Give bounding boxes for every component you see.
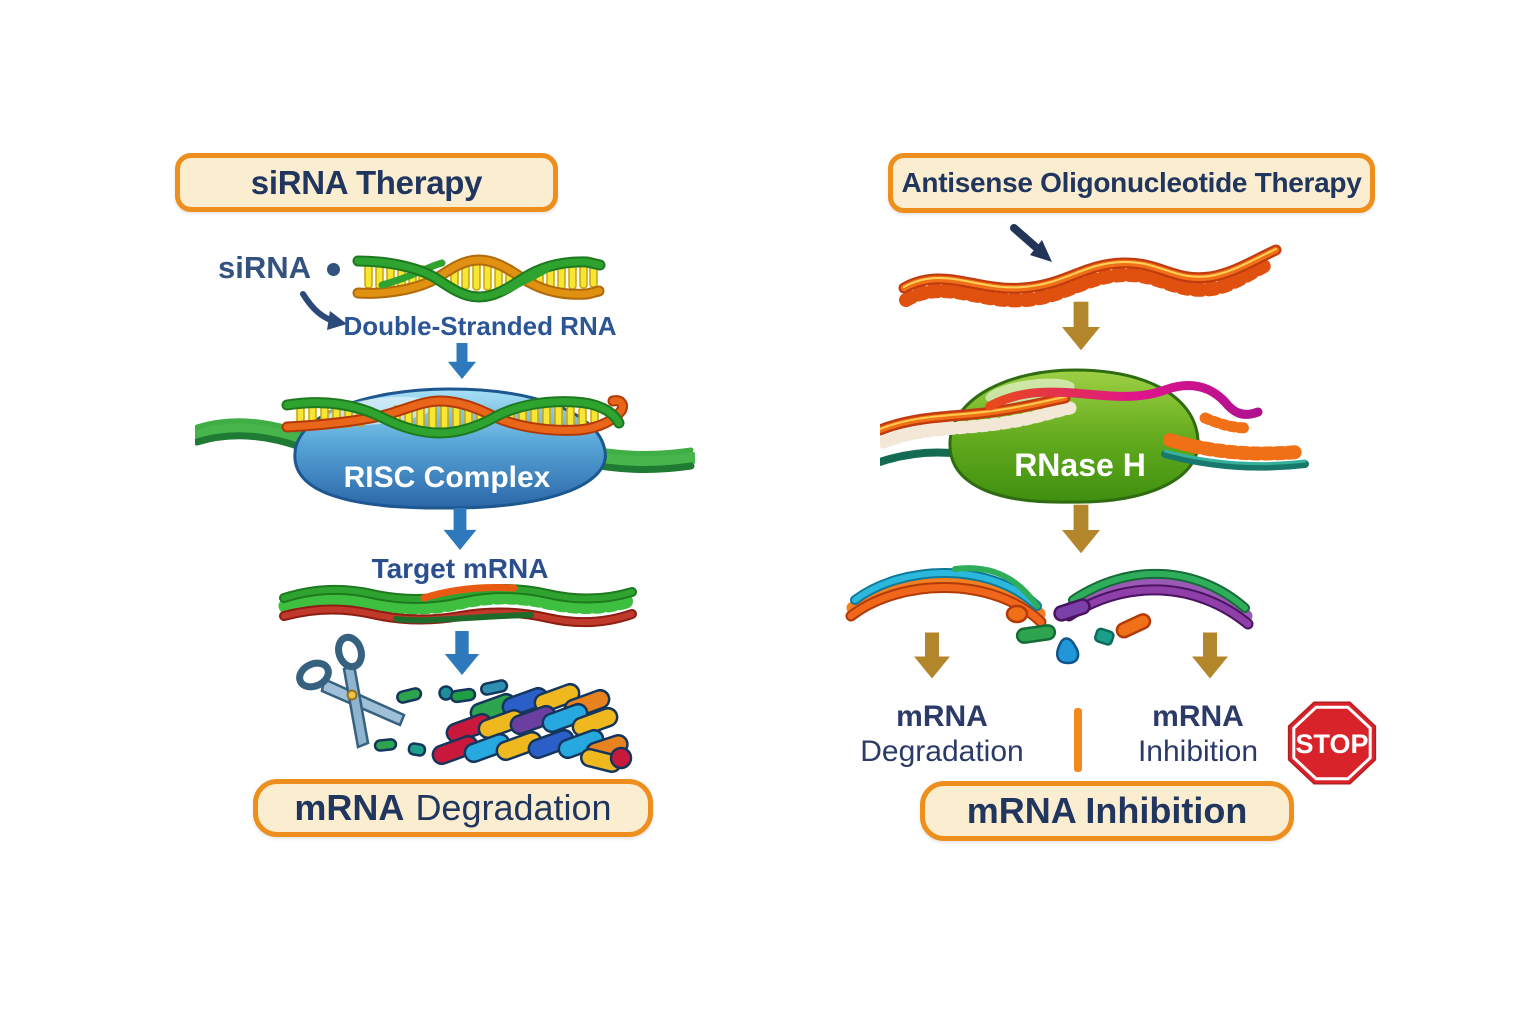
outcome-degradation-line2: Degradation <box>860 735 1024 768</box>
rnase-h-label: RNase H <box>1014 447 1146 483</box>
sirna-duplex-helix-icon <box>352 254 606 303</box>
mrna-inhibition-result-box: mRNA Inhibition <box>920 781 1294 841</box>
dna-rna-duplex <box>880 381 1309 471</box>
risc-helix <box>281 395 629 439</box>
outcome-degradation-line1: mRNA <box>896 700 988 733</box>
down-arrow-icon <box>444 631 480 675</box>
mrna-fragment-pile-icon <box>373 679 633 774</box>
mrna-degradation-result-box: mRNA Degradation <box>253 779 653 837</box>
aso-therapy-header: Antisense Oligonucleotide Therapy <box>888 153 1375 213</box>
aso-pointer-arrow-icon <box>1010 224 1052 262</box>
outcome-inhibition-line2: Inhibition <box>1137 735 1259 768</box>
cleaved-mrna-fragments-icon <box>845 565 1254 665</box>
result-label-bold: mRNA <box>294 787 405 828</box>
down-arrow-icon <box>443 508 477 550</box>
sirna-therapy-header: siRNA Therapy <box>175 153 558 212</box>
target-mrna-strand-icon <box>278 584 638 628</box>
sirna-therapy-title: siRNA Therapy <box>250 163 483 201</box>
down-arrow-icon <box>914 632 950 679</box>
risc-complex-label: RISC Complex <box>344 461 551 494</box>
stop-sign-icon: STOP <box>1287 701 1377 785</box>
scissors-icon <box>296 633 406 749</box>
inhibition-result-label: mRNA Inhibition <box>966 790 1248 831</box>
down-arrow-icon <box>1062 301 1100 351</box>
down-arrow-icon <box>1192 632 1228 679</box>
aso-therapy-title: Antisense Oligonucleotide Therapy <box>901 167 1362 198</box>
outcome-inhibition-label: mRNA Inhibition <box>1086 699 1310 769</box>
outcome-degradation-label: mRNA Degradation <box>822 699 1062 769</box>
double-stranded-rna-label: Double-Stranded RNA <box>343 311 617 341</box>
sirna-bullet-dot <box>327 263 340 276</box>
result-label-rest: Degradation <box>415 787 612 828</box>
sirna-curved-arrow-icon <box>300 291 347 330</box>
stop-sign-label: STOP <box>1295 729 1368 759</box>
outcome-inhibition-line1: mRNA <box>1152 700 1244 733</box>
mrna-debris <box>1005 598 1152 665</box>
target-mrna-label: Target mRNA <box>371 553 549 584</box>
rnase-h-illustration: RNase H <box>880 368 1309 504</box>
antisense-oligo-strand-icon <box>898 244 1282 308</box>
down-arrow-icon <box>1062 504 1100 554</box>
sirna-label: siRNA <box>218 250 312 285</box>
helix-strands <box>352 254 606 303</box>
outcome-divider-bar <box>1074 708 1082 772</box>
down-arrow-icon <box>447 343 477 379</box>
risc-complex-illustration: RISC Complex <box>195 387 695 510</box>
